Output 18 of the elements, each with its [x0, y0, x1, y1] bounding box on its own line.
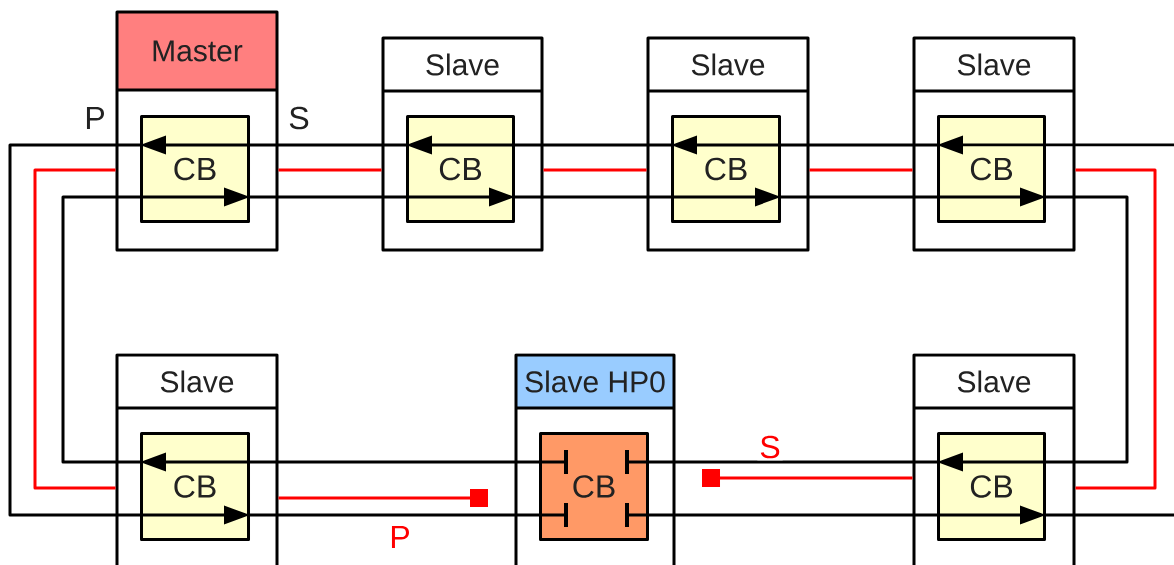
connector-line — [809, 168, 913, 172]
port-label: P — [86, 107, 104, 129]
cb-box: CB — [140, 115, 250, 223]
connector-line — [278, 489, 488, 507]
connector-line — [543, 168, 647, 172]
open-breaker-box: CB — [539, 432, 649, 541]
cb-box: CB — [937, 115, 1046, 223]
port-label: S — [289, 106, 309, 130]
connector-line — [1075, 168, 1157, 490]
cb-box: CB — [140, 432, 250, 541]
connector-line — [702, 469, 913, 487]
edge-label: P — [387, 524, 413, 550]
cb-box: CB — [937, 432, 1046, 541]
connector-line — [33, 168, 116, 490]
edge-label: S — [757, 433, 783, 461]
cb-box: CB — [406, 115, 515, 223]
connector-line — [278, 168, 382, 172]
cb-box: CB — [671, 115, 781, 223]
